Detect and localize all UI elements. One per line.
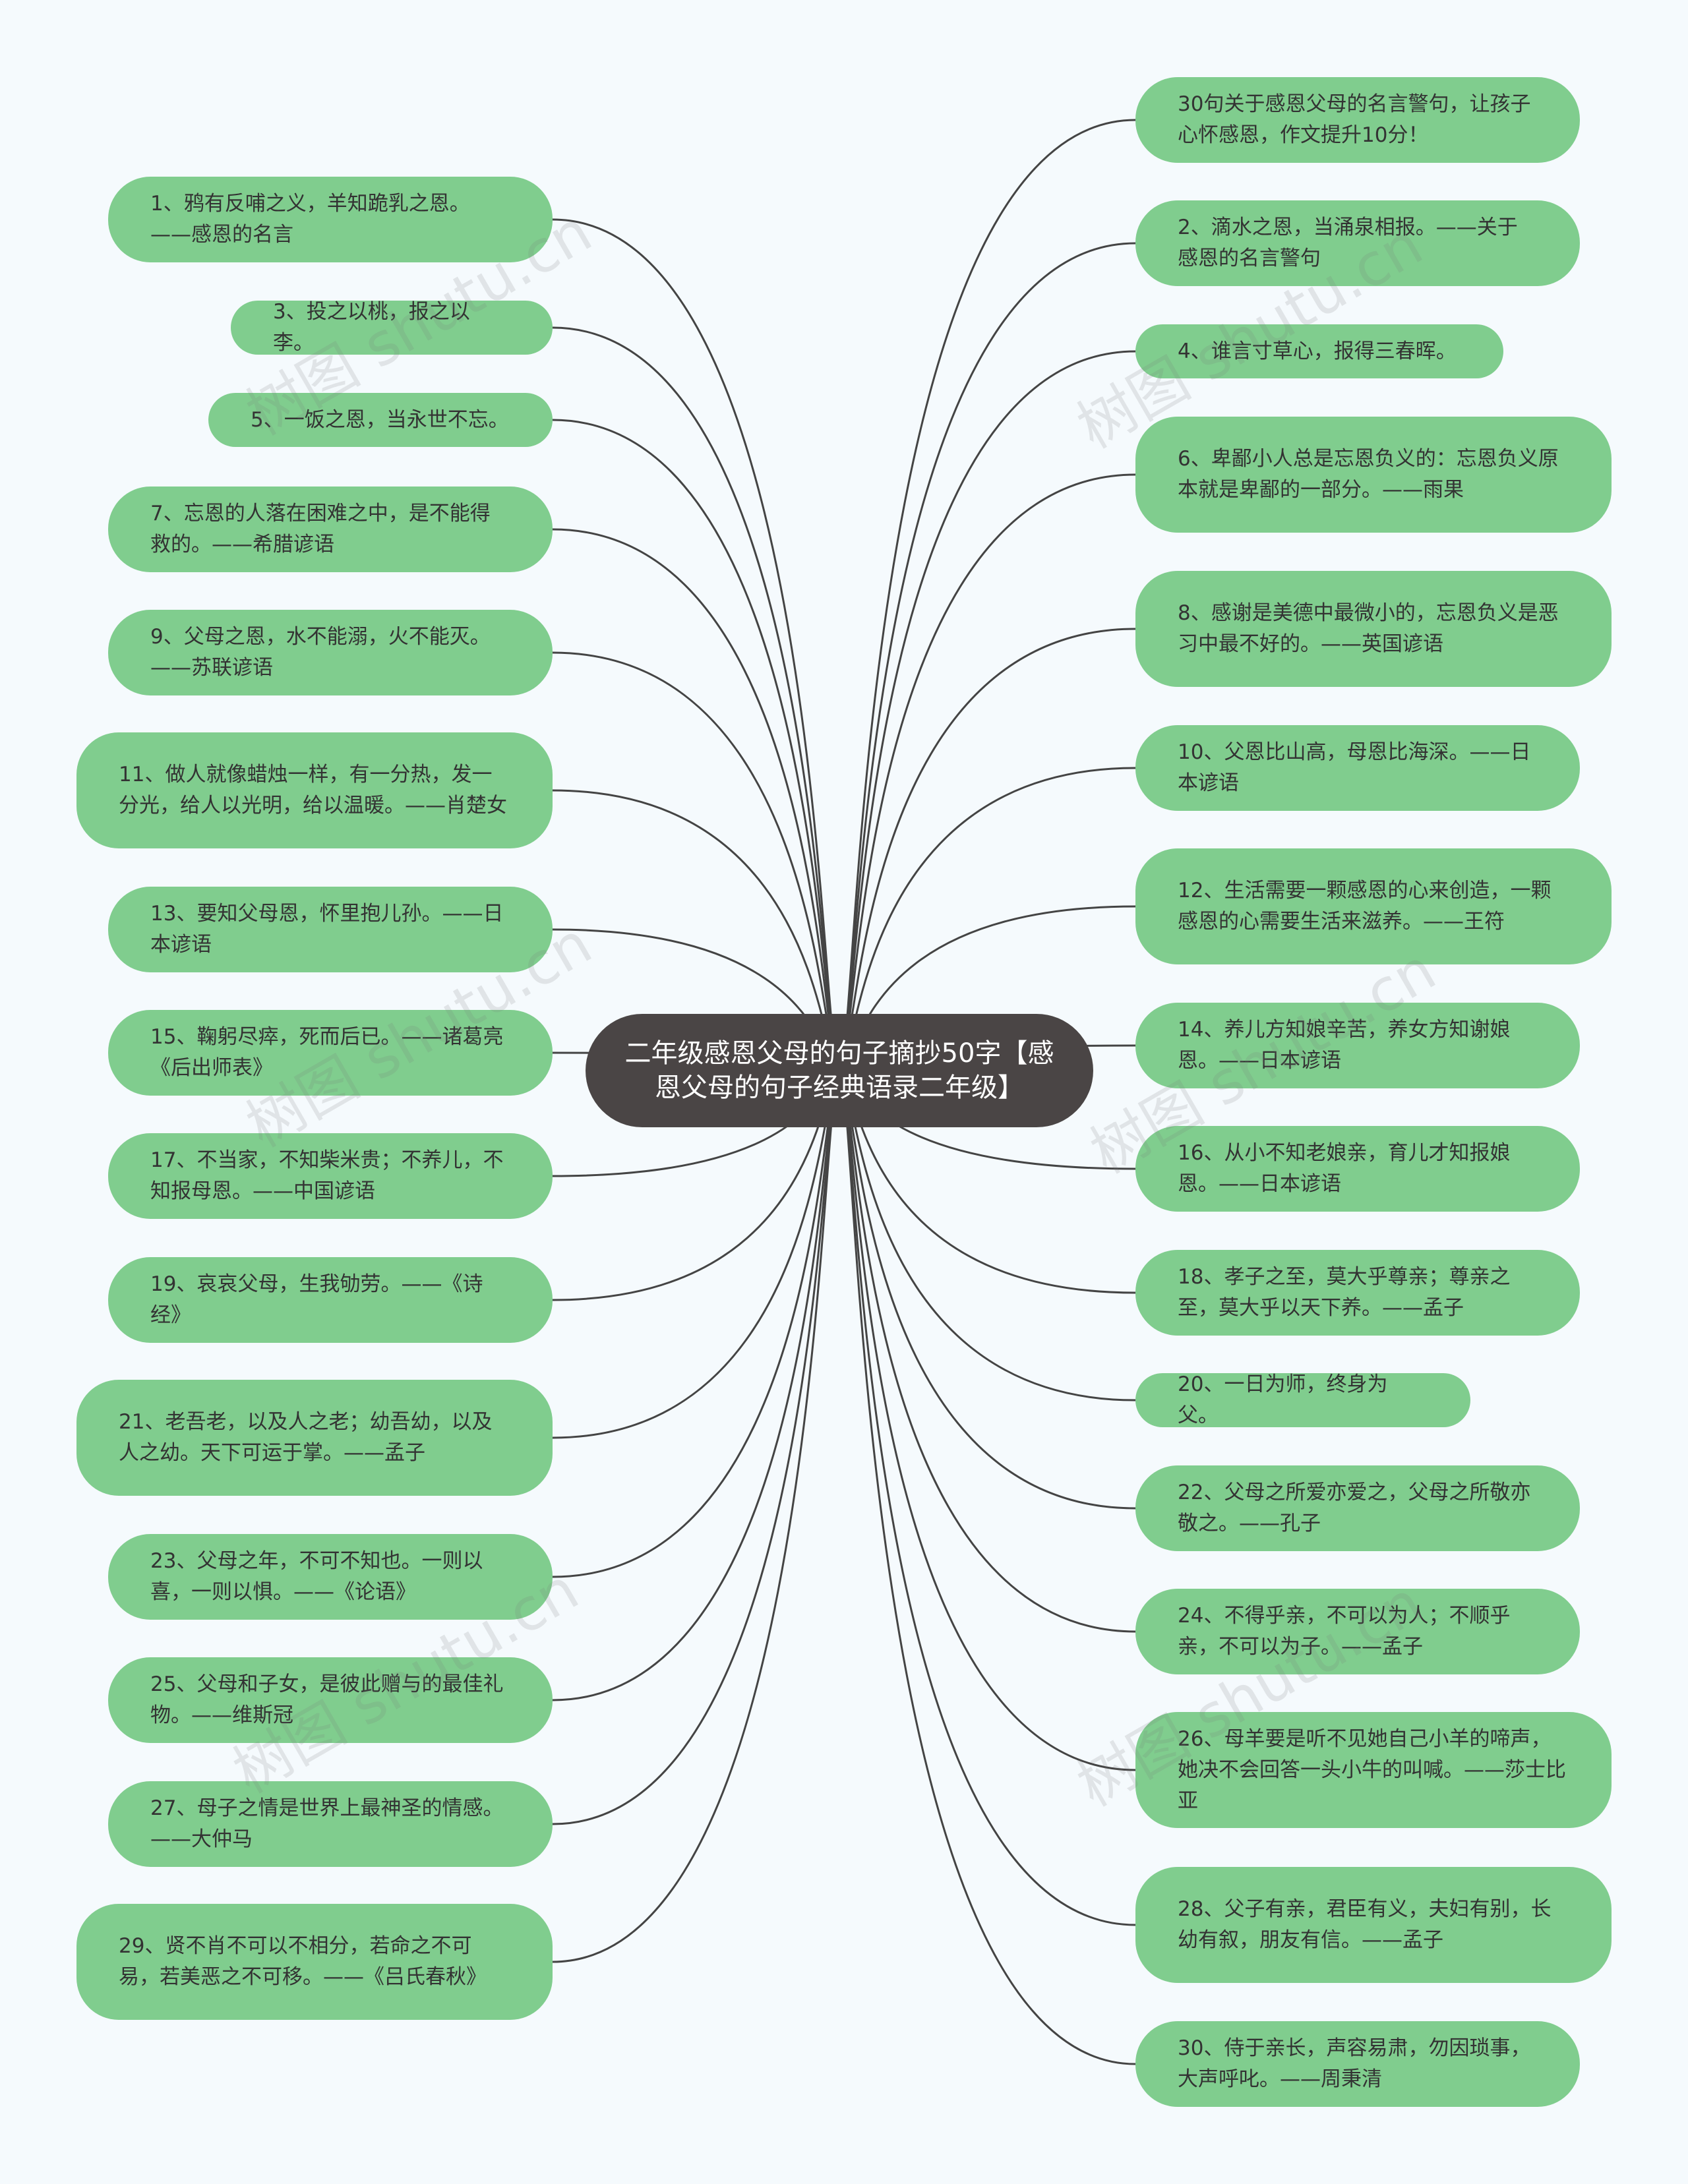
topic-label: 10、父恩比山高，母恩比海深。——日本谚语 (1178, 740, 1531, 795)
left-connector-2 (552, 326, 841, 1072)
right-topic-7[interactable]: 12、生活需要一颗感恩的心来创造，一颗感恩的心需要生活来滋养。——王符 (1135, 848, 1612, 964)
left-topic-9[interactable]: 17、不当家，不知柴米贵；不养儿，不知报母恩。——中国谚语 (108, 1133, 553, 1219)
topic-label: 16、从小不知老娘亲，育儿才知报娘恩。——日本谚语 (1178, 1141, 1511, 1196)
right-topic-4[interactable]: 6、卑鄙小人总是忘恩负义的：忘恩负义原本就是卑鄙的一部分。——雨果 (1135, 417, 1612, 533)
right-connector-15 (838, 1069, 1136, 1926)
right-topic-2[interactable]: 2、滴水之恩，当涌泉相报。——关于感恩的名言警句 (1135, 200, 1580, 286)
topic-label: 23、父母之年，不可不知也。一则以喜，一则以惧。——《论语》 (150, 1549, 483, 1604)
right-topic-12[interactable]: 22、父母之所爱亦爱之，父母之所敬亦敬之。——孔子 (1135, 1465, 1580, 1551)
left-topic-3[interactable]: 5、一饭之恩，当永世不忘。 (208, 393, 553, 447)
topic-label: 4、谁言寸草心，报得三春晖。 (1178, 339, 1457, 363)
right-connector-3 (838, 350, 1136, 1072)
left-topic-1[interactable]: 1、鸦有反哺之义，羊知跪乳之恩。——感恩的名言 (108, 177, 553, 262)
right-connector-16 (838, 1069, 1136, 2065)
left-connector-3 (552, 419, 841, 1072)
topic-label: 18、孝子之至，莫大乎尊亲；尊亲之至，莫大乎以天下养。——孟子 (1178, 1265, 1511, 1320)
right-topic-5[interactable]: 8、感谢是美德中最微小的，忘恩负义是恶习中最不好的。——英国谚语 (1135, 571, 1612, 687)
right-topic-14[interactable]: 26、母羊要是听不见她自己小羊的啼声，她决不会回答一头小牛的叫喊。——莎士比亚 (1135, 1712, 1612, 1828)
topic-label: 20、一日为师，终身为父。 (1178, 1372, 1388, 1427)
topic-label: 2、滴水之恩，当涌泉相报。——关于感恩的名言警句 (1178, 216, 1518, 270)
right-topic-10[interactable]: 18、孝子之至，莫大乎尊亲；尊亲之至，莫大乎以天下养。——孟子 (1135, 1250, 1580, 1336)
right-connector-2 (838, 242, 1136, 1072)
topic-label: 28、父子有亲，君臣有义，夫妇有别，长幼有叙，朋友有信。——孟子 (1178, 1897, 1552, 1952)
topic-label: 29、贤不肖不可以不相分，若命之不可易，若美恶之不可移。——《吕氏春秋》 (119, 1934, 487, 1989)
topic-label: 12、生活需要一颗感恩的心来创造，一颗感恩的心需要生活来滋养。——王符 (1178, 879, 1552, 933)
topic-label: 1、鸦有反哺之义，羊知跪乳之恩。——感恩的名言 (150, 192, 470, 247)
topic-label: 26、母羊要是听不见她自己小羊的啼声，她决不会回答一头小牛的叫喊。——莎士比亚 (1178, 1727, 1566, 1813)
left-topic-10[interactable]: 19、哀哀父母，生我劬劳。——《诗经》 (108, 1257, 553, 1343)
right-topic-16[interactable]: 30、侍于亲长，声容易肃，勿因琐事，大声呼叱。——周秉清 (1135, 2021, 1580, 2107)
left-topic-8[interactable]: 15、鞠躬尽瘁，死而后已。——诸葛亮《后出师表》 (108, 1010, 553, 1096)
left-topic-6[interactable]: 11、做人就像蜡烛一样，有一分热，发一分光，给人以光明，给以温暖。——肖楚女 (76, 732, 553, 848)
root-topic[interactable]: 二年级感恩父母的句子摘抄50字【感恩父母的句子经典语录二年级】 (586, 1014, 1093, 1127)
left-topic-14[interactable]: 27、母子之情是世界上最神圣的情感。——大仲马 (108, 1781, 553, 1867)
right-topic-11[interactable]: 20、一日为师，终身为父。 (1135, 1372, 1470, 1427)
topic-label: 27、母子之情是世界上最神圣的情感。——大仲马 (150, 1796, 504, 1851)
topic-label: 3、投之以桃，报之以李。 (273, 300, 470, 355)
left-connector-5 (552, 651, 840, 1072)
left-topic-11[interactable]: 21、老吾老，以及人之老；幼吾幼，以及人之幼。天下可运于掌。——孟子 (76, 1380, 553, 1496)
left-topic-5[interactable]: 9、父母之恩，水不能溺，火不能灭。——苏联谚语 (108, 610, 553, 695)
right-topic-3[interactable]: 4、谁言寸草心，报得三春晖。 (1135, 324, 1503, 378)
left-topic-15[interactable]: 29、贤不肖不可以不相分，若命之不可易，若美恶之不可移。——《吕氏春秋》 (76, 1904, 553, 2020)
left-topic-4[interactable]: 7、忘恩的人落在困难之中，是不能得救的。——希腊谚语 (108, 487, 553, 572)
topic-label: 15、鞠躬尽瘁，死而后已。——诸葛亮《后出师表》 (150, 1025, 504, 1080)
root-topic-label: 二年级感恩父母的句子摘抄50字【感恩父母的句子经典语录二年级】 (624, 1038, 1054, 1103)
right-connector-13 (838, 1069, 1136, 1633)
topic-label: 9、父母之恩，水不能溺，火不能灭。——苏联谚语 (150, 625, 491, 680)
left-connector-4 (552, 528, 841, 1072)
topic-label: 14、养儿方知娘辛苦，养女方知谢娘恩。——日本谚语 (1178, 1018, 1511, 1073)
topic-label: 8、感谢是美德中最微小的，忘恩负义是恶习中最不好的。——英国谚语 (1178, 601, 1559, 656)
right-topic-13[interactable]: 24、不得乎亲，不可以为人；不顺乎亲，不可以为子。——孟子 (1135, 1589, 1580, 1674)
left-connector-13 (552, 1069, 841, 1701)
topic-label: 30、侍于亲长，声容易肃，勿因琐事，大声呼叱。——周秉清 (1178, 2036, 1531, 2091)
left-topic-7[interactable]: 13、要知父母恩，怀里抱儿孙。——日本谚语 (108, 887, 553, 972)
topic-label: 13、要知父母恩，怀里抱儿孙。——日本谚语 (150, 902, 504, 957)
left-topic-2[interactable]: 3、投之以桃，报之以李。 (231, 300, 553, 355)
right-topic-9[interactable]: 16、从小不知老娘亲，育儿才知报娘恩。——日本谚语 (1135, 1126, 1580, 1212)
right-connector-12 (839, 1069, 1136, 1510)
left-connector-14 (552, 1069, 841, 1825)
topic-label: 19、哀哀父母，生我劬劳。——《诗经》 (150, 1272, 483, 1327)
topic-label: 22、父母之所爱亦爱之，父母之所敬亦敬之。——孔子 (1178, 1481, 1531, 1535)
left-connector-12 (552, 1069, 840, 1578)
right-connector-4 (838, 473, 1136, 1072)
topic-label: 30句关于感恩父母的名言警句，让孩子心怀感恩，作文提升10分！ (1178, 92, 1531, 147)
topic-label: 7、忘恩的人落在困难之中，是不能得救的。——希腊谚语 (150, 502, 491, 556)
right-topic-8[interactable]: 14、养儿方知娘辛苦，养女方知谢娘恩。——日本谚语 (1135, 1003, 1580, 1088)
topic-label: 25、父母和子女，是彼此赠与的最佳礼物。——维斯冠 (150, 1672, 504, 1727)
topic-label: 24、不得乎亲，不可以为人；不顺乎亲，不可以为子。——孟子 (1178, 1604, 1511, 1659)
topic-label: 17、不当家，不知柴米贵；不养儿，不知报母恩。——中国谚语 (150, 1148, 504, 1203)
right-connector-5 (839, 628, 1136, 1072)
topic-label: 11、做人就像蜡烛一样，有一分热，发一分光，给人以光明，给以温暖。——肖楚女 (119, 763, 507, 817)
left-topic-13[interactable]: 25、父母和子女，是彼此赠与的最佳礼物。——维斯冠 (108, 1657, 553, 1743)
right-topic-1[interactable]: 30句关于感恩父母的名言警句，让孩子心怀感恩，作文提升10分！ (1135, 77, 1580, 163)
topic-label: 5、一饭之恩，当永世不忘。 (251, 407, 509, 432)
right-topic-6[interactable]: 10、父恩比山高，母恩比海深。——日本谚语 (1135, 725, 1580, 811)
topic-label: 6、卑鄙小人总是忘恩负义的：忘恩负义原本就是卑鄙的一部分。——雨果 (1178, 447, 1559, 502)
topic-label: 21、老吾老，以及人之老；幼吾幼，以及人之幼。天下可运于掌。——孟子 (119, 1410, 493, 1465)
left-topic-12[interactable]: 23、父母之年，不可不知也。一则以喜，一则以惧。——《论语》 (108, 1534, 553, 1620)
right-topic-15[interactable]: 28、父子有亲，君臣有义，夫妇有别，长幼有叙，朋友有信。——孟子 (1135, 1867, 1612, 1983)
left-connector-15 (552, 1069, 841, 1963)
